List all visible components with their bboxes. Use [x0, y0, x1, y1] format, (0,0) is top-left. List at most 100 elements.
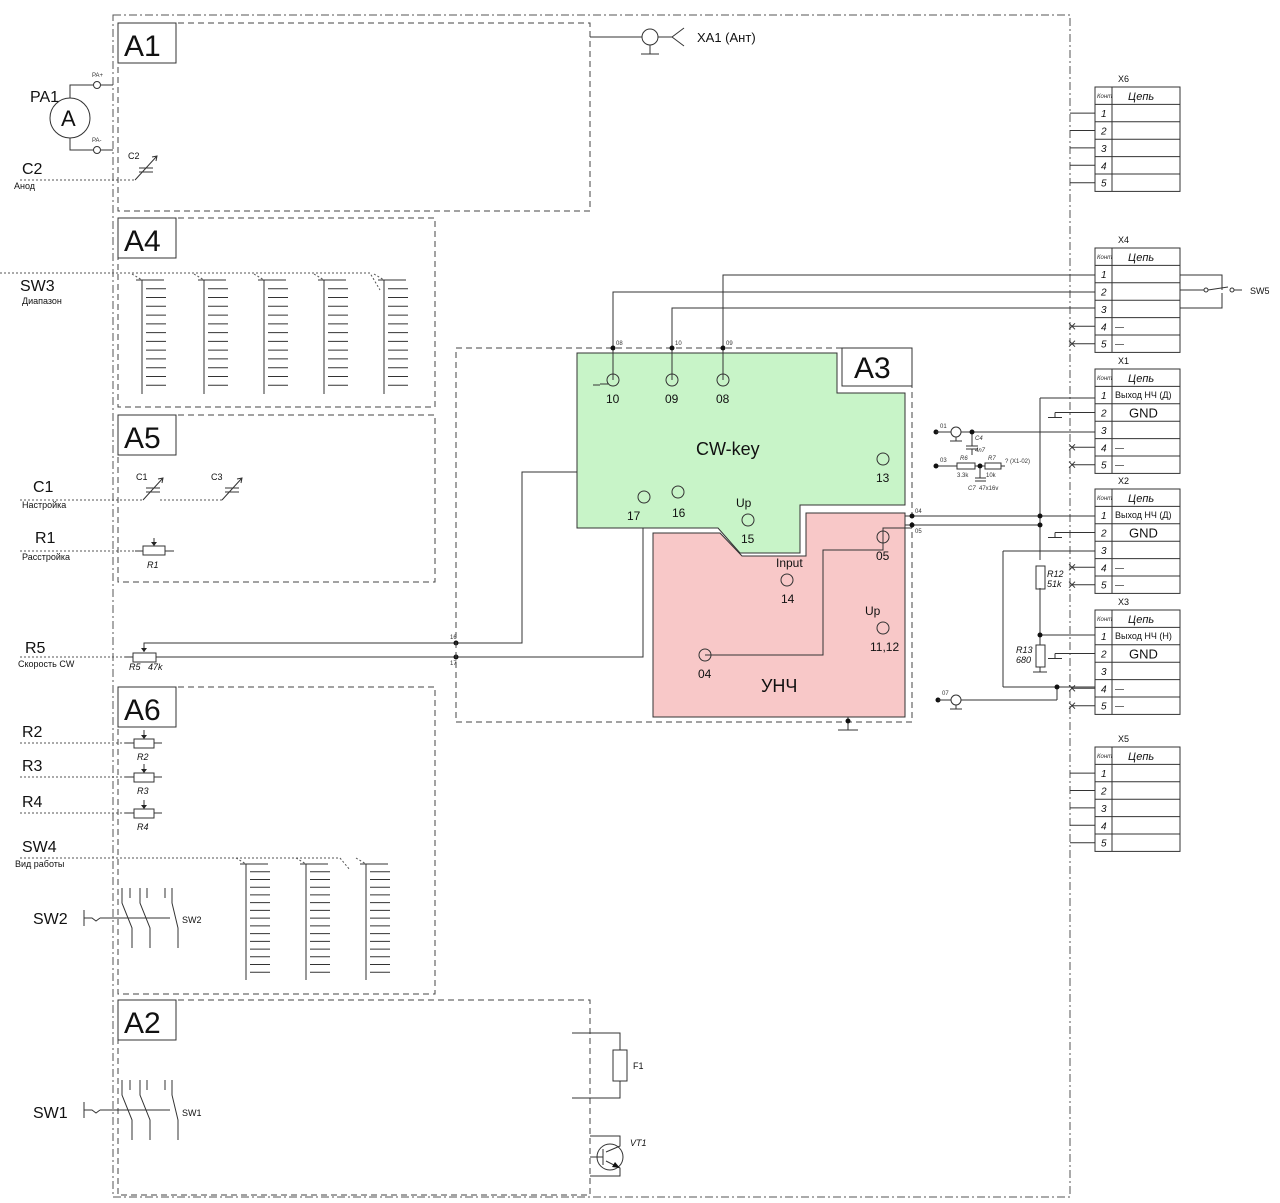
pin-label: 13	[876, 471, 890, 485]
sw1-label: SW1	[33, 1105, 68, 1122]
cw-key-label: CW-key	[696, 439, 760, 459]
block-a4-label: A4	[124, 225, 161, 258]
contact-number: 5	[1101, 179, 1107, 190]
pin-label: 09	[665, 392, 679, 406]
transistor-vt1: VT1	[590, 1135, 647, 1177]
ammeter-symbol: A	[61, 106, 76, 131]
pa-minus-label: PA-	[92, 138, 102, 144]
ammeter-label: PA1	[30, 89, 59, 106]
connector-name: X2	[1118, 476, 1129, 486]
r2-part: R2	[137, 752, 149, 762]
circuit-name: GND	[1129, 526, 1158, 541]
connector-name: X6	[1118, 74, 1129, 84]
column-header-circuit: Цепь	[1128, 91, 1154, 103]
pin-label: 05	[876, 549, 890, 563]
contact-number: 4	[1101, 563, 1107, 574]
r7-label: R7	[988, 456, 996, 462]
contact-number: 4	[1101, 443, 1107, 454]
switch-wafer	[131, 273, 166, 394]
r12-label: R12	[1047, 569, 1064, 579]
contact-number: 4	[1101, 684, 1107, 695]
circuit-name: —	[1115, 339, 1124, 349]
switch-wafer	[355, 857, 390, 980]
column-header-circuit: Цепь	[1128, 493, 1154, 505]
block-a1: A1	[117, 22, 591, 212]
pin-label: 08	[716, 392, 730, 406]
contact-number: 3	[1101, 144, 1107, 155]
pin-label: 15	[741, 532, 755, 546]
contact-number: 2	[1100, 288, 1107, 299]
pin-13: 13	[876, 452, 890, 485]
sw5-label: SW5	[1250, 286, 1270, 296]
sw2-part: SW2	[182, 915, 202, 925]
connector-name: X5	[1118, 734, 1129, 744]
contact-number: 2	[1100, 650, 1107, 661]
c2-label: C2	[22, 161, 43, 178]
node-08: 08	[616, 341, 623, 347]
circuit-name: GND	[1129, 406, 1158, 421]
device-frame	[112, 14, 1071, 1198]
contact-number: 4	[1101, 322, 1107, 333]
contact-number: 3	[1101, 546, 1107, 557]
output-wiring: 04 05 R12 51k R13 680 07	[905, 397, 1095, 710]
node-09: 09	[726, 341, 733, 347]
node-05: 05	[915, 529, 922, 535]
circuit-name: —	[1115, 562, 1124, 572]
contact-number: 1	[1101, 391, 1107, 402]
connector-name: X1	[1118, 356, 1129, 366]
c7-label: C7	[968, 486, 976, 492]
column-header-circuit: Цепь	[1128, 614, 1154, 626]
c2-sub: Анод	[14, 181, 36, 191]
circuit-name: Выход НЧ (Д)	[1115, 510, 1172, 520]
c1-sub: Настройка	[22, 500, 66, 510]
column-header-contact: Конт	[1097, 255, 1112, 261]
circuit-name: —	[1115, 683, 1124, 693]
antenna-xa1: XA1 (Ант)	[590, 27, 756, 55]
fuse-f1: F1	[572, 1032, 644, 1099]
filter-note: ? (X1-02)	[1005, 459, 1030, 465]
r5-part: R5	[129, 662, 141, 672]
pin-label: 10	[606, 392, 620, 406]
r13-label: R13	[1016, 645, 1033, 655]
pin-label: 11,12	[870, 640, 899, 654]
contact-number: 5	[1101, 340, 1107, 351]
block-a5-label: A5	[124, 422, 161, 455]
contact-number: 2	[1100, 787, 1107, 798]
contact-number: 1	[1101, 511, 1107, 522]
block-a1-label: A1	[124, 30, 161, 63]
node-01: 01	[940, 424, 947, 430]
column-header-contact: Конт	[1097, 376, 1112, 382]
circuit-name: Выход НЧ (Н)	[1115, 631, 1172, 641]
r6-value: 3.3k	[957, 473, 969, 479]
node-04: 04	[915, 509, 922, 515]
circuit-name: —	[1115, 321, 1124, 331]
contact-number: 1	[1101, 632, 1107, 643]
r1-part: R1	[147, 560, 159, 570]
sw3-switch-wafers	[131, 273, 408, 394]
connector-name: X4	[1118, 235, 1129, 245]
pin-16: 16	[671, 485, 686, 520]
block-a5: A5 C1 Настройка C1 C3 R1 Расстройка R1	[20, 414, 436, 583]
sw3-label: SW3	[20, 278, 55, 295]
c7-value: 47x16v	[979, 486, 998, 492]
r3-label: R3	[22, 758, 43, 775]
switch-wafer	[235, 857, 270, 980]
switch-wafer	[373, 273, 408, 394]
switch-wafer	[253, 273, 288, 394]
pa-plus-label: PA+	[92, 73, 104, 79]
node-03: 03	[940, 458, 947, 464]
pin-function-label: Up	[865, 604, 881, 618]
r4-part: R4	[137, 822, 149, 832]
pin-label: 17	[627, 509, 641, 523]
pin-label: 04	[698, 667, 712, 681]
r13-value: 680	[1016, 655, 1031, 665]
switch-wafer	[193, 273, 228, 394]
